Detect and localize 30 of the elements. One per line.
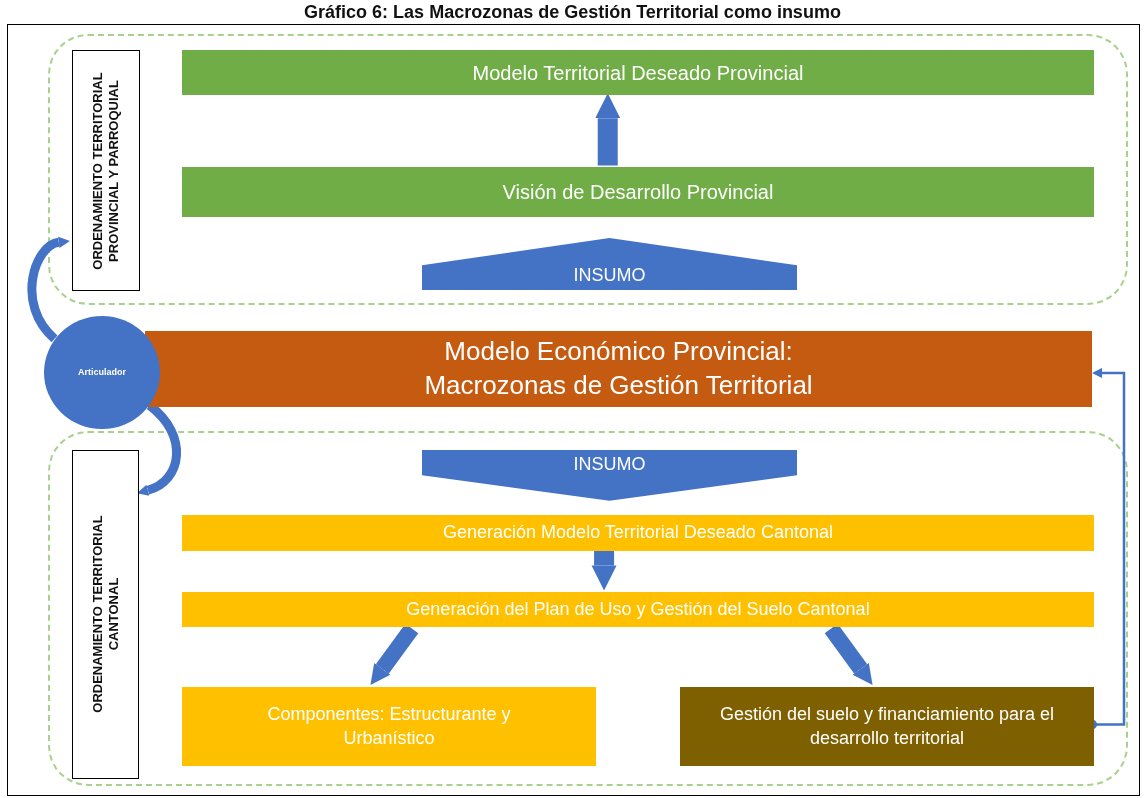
bar-label: Gestión del suelo y financiamiento para el desarrollo territorial — [718, 703, 1056, 750]
bar-label: Modelo Económico Provincial: Macrozonas de Gestión Territorial — [423, 335, 814, 403]
bar-label: Componentes: Estructurante y Urbanístico — [266, 703, 512, 750]
process-bar — [680, 687, 1094, 766]
circle-label: Articulador — [78, 367, 126, 378]
process-bar — [182, 167, 1094, 218]
process-bar — [145, 331, 1092, 408]
dashed-group-frame — [48, 430, 1128, 787]
figure-title: Gráfico 6: Las Macrozonas de Gestión Territorial como insumo — [304, 2, 841, 22]
process-bar — [182, 592, 1094, 627]
block-arrow — [27, 236, 70, 342]
block-arrow — [595, 93, 621, 166]
vertical-label: ORDENAMIENTO TERRITORIAL PROVINCIAL Y PARROQUIAL — [89, 71, 122, 272]
bar-label: Generación del Plan de Uso y Gestión del Suelo Cantonal — [406, 597, 870, 621]
input-banner-up — [422, 237, 797, 291]
bar-label: Generación Modelo Territorial Deseado Cantonal — [443, 521, 833, 545]
block-arrow — [591, 548, 617, 591]
banner-label: INSUMO — [573, 453, 646, 477]
input-banner-down — [422, 450, 797, 501]
vertical-label-box — [72, 50, 140, 292]
bar-label: Modelo Territorial Deseado Provincial — [472, 60, 804, 86]
process-bar — [182, 687, 596, 766]
vertical-label: ORDENAMIENTO TERRITORIAL CANTONAL — [89, 514, 122, 716]
process-bar — [182, 515, 1094, 551]
bar-label: Visión de Desarrollo Provincial — [502, 180, 774, 206]
process-bar — [182, 50, 1094, 96]
dashed-group-frame — [48, 33, 1128, 305]
hub-circle — [44, 315, 160, 429]
banner-label: INSUMO — [573, 264, 646, 288]
vertical-label-box — [72, 450, 139, 779]
